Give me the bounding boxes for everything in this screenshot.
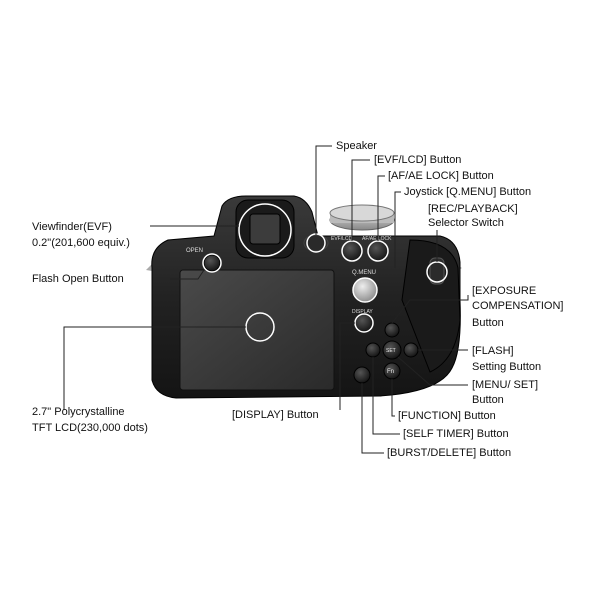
lcd-label-2: TFT LCD(230,000 dots) xyxy=(32,422,148,434)
highlight-evf xyxy=(238,203,292,257)
flash-open-button-label: Flash Open Button xyxy=(32,273,124,285)
speaker-label: Speaker xyxy=(336,140,377,152)
evf-lcd-button-label: [EVF/LCD] Button xyxy=(374,154,462,166)
leader-display xyxy=(339,322,355,410)
set-marking: SET xyxy=(386,348,396,354)
rec-playback-switch-label-1: [REC/PLAYBACK] xyxy=(428,203,518,215)
af-ae-lock-button-label: [AF/AE LOCK] Button xyxy=(388,170,494,182)
self-timer-button[interactable] xyxy=(365,342,381,358)
fn-marking: Fn xyxy=(387,369,394,375)
evf-lcd-marking: EVF/LCD xyxy=(331,236,353,242)
flash-setting-button[interactable] xyxy=(403,342,419,358)
highlight-flash-open xyxy=(202,253,222,273)
leader-joystick xyxy=(394,191,401,268)
exposure-compensation-button[interactable] xyxy=(384,322,400,338)
viewfinder-eyepiece xyxy=(249,213,281,245)
leader-speaker xyxy=(315,145,332,235)
flash-open-button[interactable] xyxy=(203,254,221,272)
q-menu-marking: Q.MENU xyxy=(352,270,376,276)
burst-delete-button[interactable] xyxy=(353,366,371,384)
highlight-joystick xyxy=(352,277,378,303)
exposure-compensation-label-2: COMPENSATION] xyxy=(472,300,564,312)
leader-function xyxy=(391,379,395,417)
af-ae-lock-marking: AF/AE LOCK xyxy=(362,236,392,242)
leader-burst-delete xyxy=(361,383,384,454)
leader-menu-set xyxy=(397,356,468,386)
leader-lcd xyxy=(63,326,246,410)
rec-playback-switch-label-2: Selector Switch xyxy=(428,217,504,229)
joystick-button-label: Joystick [Q.MENU] Button xyxy=(404,186,532,198)
lcd-screen xyxy=(179,269,335,391)
lcd-label-1: 2.7" Polycrystalline xyxy=(32,406,125,418)
leader-flash-open xyxy=(170,269,205,280)
menu-set-label-2: Button xyxy=(472,394,504,406)
open-marking: OPEN xyxy=(186,248,203,254)
viewfinder-label-1: Viewfinder(EVF) xyxy=(32,221,112,233)
self-timer-button-label: [SELF TIMER] Button xyxy=(403,428,509,440)
flash-setting-label-2: Setting Button xyxy=(472,361,542,373)
leader-evf-lcd xyxy=(351,159,370,241)
menu-set-button[interactable] xyxy=(382,340,402,360)
function-button-label: [FUNCTION] Button xyxy=(398,410,496,422)
exposure-compensation-label-1: [EXPOSURE xyxy=(472,285,537,297)
display-button-label: [DISPLAY] Button xyxy=(232,409,319,421)
camera-grip xyxy=(401,239,461,373)
flash-setting-label-1: [FLASH] xyxy=(472,345,514,357)
display-marking: DISPLAY xyxy=(352,309,373,315)
leader-lines xyxy=(63,145,469,454)
viewfinder-label-2: 0.2"(201,600 equiv.) xyxy=(32,237,130,249)
menu-set-label-1: [MENU/ SET] xyxy=(472,379,539,391)
leader-exposure xyxy=(391,295,469,324)
exposure-compensation-label-3: Button xyxy=(472,317,504,329)
burst-delete-button-label: [BURST/DELETE] Button xyxy=(387,447,512,459)
leader-self-timer xyxy=(372,357,400,435)
leader-af-ae xyxy=(377,175,385,241)
